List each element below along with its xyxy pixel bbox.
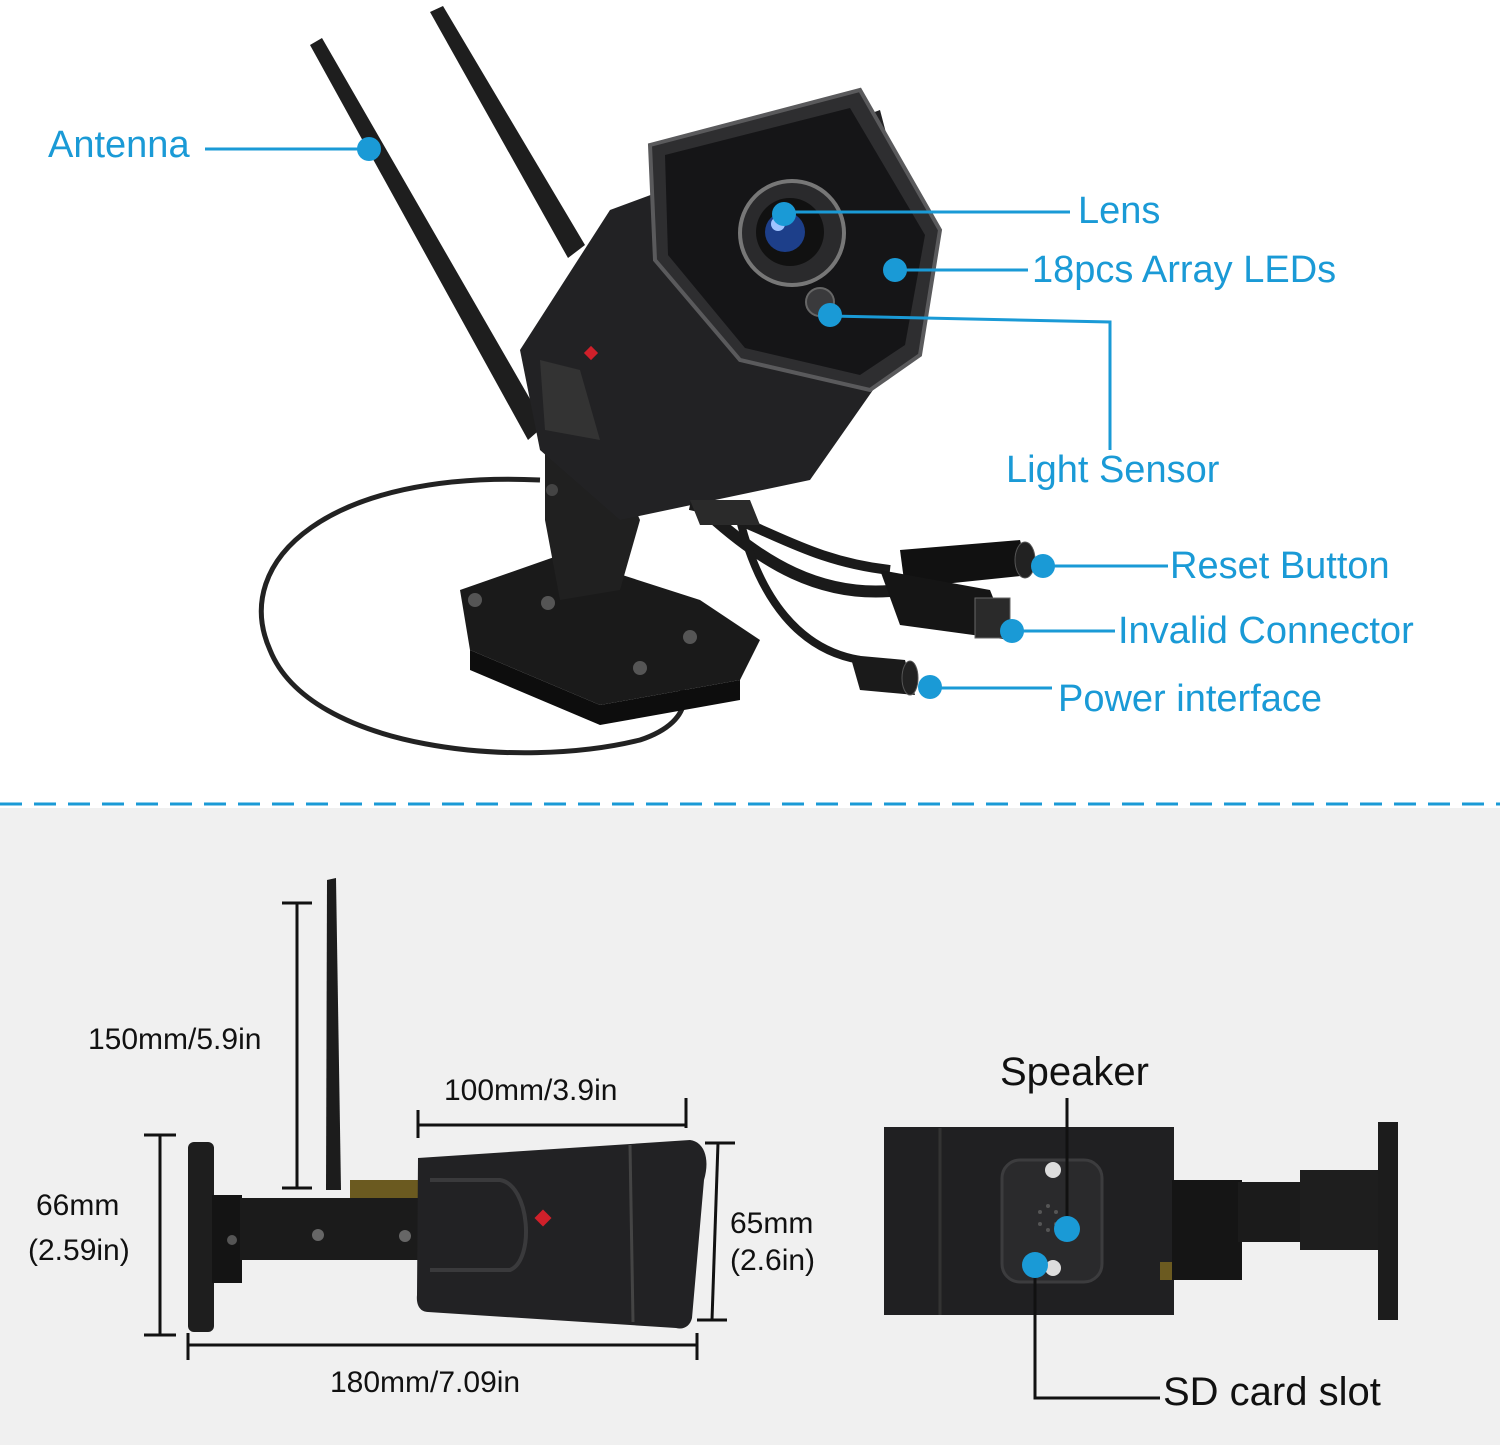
total-length-label: 180mm/7.09in [330,1366,521,1399]
callout-dots [357,137,1055,699]
logo-mark [583,345,599,361]
power-interface-label: Power interface [1058,678,1323,720]
cable-loop [258,476,687,756]
body-height-dim-line [710,1142,720,1321]
sd-slot-leader [1033,1268,1160,1400]
dimension-lines [144,901,735,1360]
light-sensor-leader [829,314,1112,450]
camera-illustration [205,6,1168,756]
invalid-dot [1000,619,1024,643]
callout-leaders [205,147,1168,690]
bottom-view-leaders [1033,1098,1160,1400]
mount-height-mm-label: 66mm [36,1189,120,1222]
body-length-label: 100mm/3.9in [444,1074,618,1107]
antenna-dot [357,137,381,161]
dashed-divider [0,802,1500,806]
leds-label: 18pcs Array LEDs [1032,249,1337,291]
light-sensor-label: Light Sensor [1006,449,1220,491]
light-sensor-dot [818,303,842,327]
sd-slot-dot [1022,1252,1048,1278]
dimensions-panel [0,808,1500,1445]
camera-body [520,87,943,520]
reset-dot [1031,554,1055,578]
lens-dot [772,202,796,226]
antenna-label: Antenna [48,124,190,166]
reset-button-label: Reset Button [1170,545,1390,587]
invalid-connector-label: Invalid Connector [1118,610,1414,652]
cable-bundle [688,500,901,664]
speaker-label: Speaker [1000,1050,1149,1094]
bottom-view-camera [884,1122,1398,1320]
rj45-connector [880,570,1011,640]
mount-height-in-label: (2.59in) [28,1234,130,1267]
leds-dot [883,258,907,282]
body-height-in-label: (2.6in) [730,1244,816,1277]
side-view-camera [188,878,707,1332]
antenna-right [430,6,585,258]
speaker-dot [1054,1216,1080,1242]
body-height-mm-label: 65mm [730,1207,814,1240]
power-connector [850,655,919,696]
sd-card-slot-label: SD card slot [1163,1370,1381,1414]
reset-connector [900,540,1036,588]
antenna-height-label: 150mm/5.9in [88,1023,262,1056]
power-dot [918,675,942,699]
lens-label: Lens [1078,190,1161,232]
